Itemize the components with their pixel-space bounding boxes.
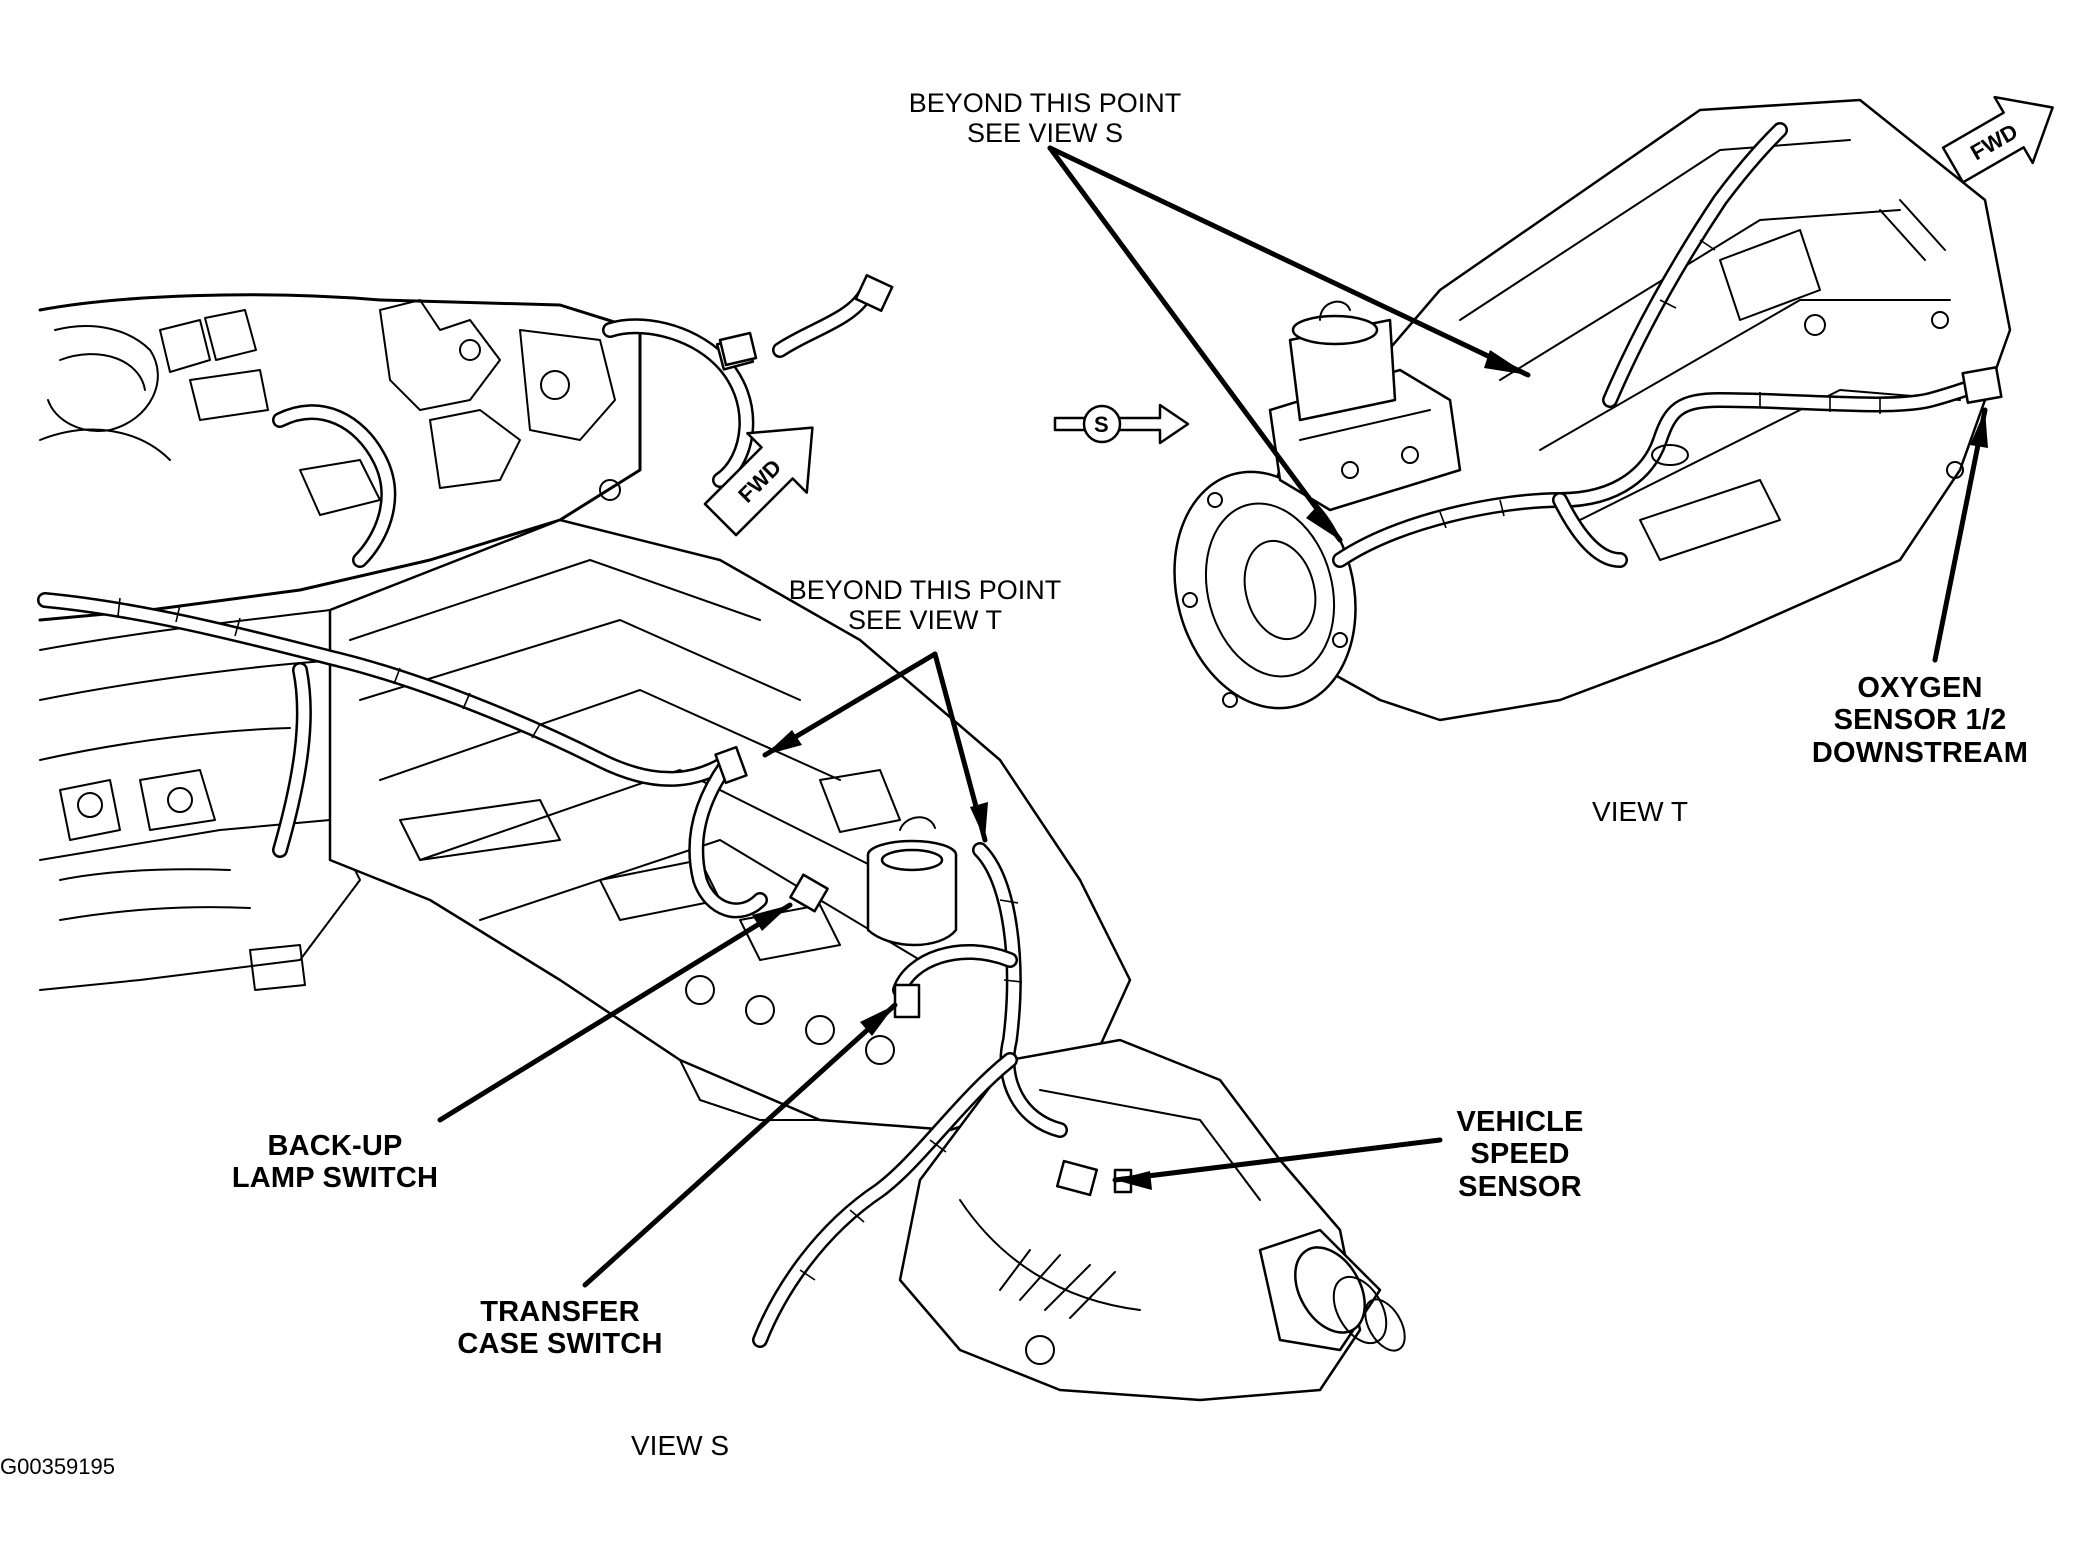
label-beyond-view-s: BEYOND THIS POINT SEE VIEW S — [908, 88, 1182, 149]
harness-view-t — [1332, 122, 2003, 568]
view-t-illustration: FWD — [1173, 95, 2054, 722]
view-marker-label: S — [1094, 412, 1109, 437]
figure-code: G00359195 — [0, 1454, 115, 1479]
label-backup-lamp-switch: BACK-UP LAMP SWITCH — [231, 1130, 439, 1195]
label-beyond-view-t: BEYOND THIS POINT SEE VIEW T — [788, 575, 1062, 636]
fwd-arrow-view-s: FWD — [703, 426, 814, 537]
shifter-tower — [866, 816, 958, 947]
harness-view-s — [37, 274, 1133, 1348]
label-view-s: VIEW S — [630, 1430, 729, 1461]
label-view-t: VIEW T — [1592, 796, 1688, 827]
label-oxygen-sensor: OXYGEN SENSOR 1/2 DOWNSTREAM — [1811, 672, 2029, 769]
transfer-case — [898, 1038, 1406, 1402]
label-vehicle-speed-sensor: VEHICLE SPEED SENSOR — [1456, 1106, 1584, 1203]
leader-lines — [437, 145, 1988, 1288]
shift-housing — [1268, 300, 1462, 512]
view-s-illustration: FWD — [37, 274, 1406, 1402]
label-transfer-case-switch: TRANSFER CASE SWITCH — [457, 1296, 663, 1361]
view-s-marker: S — [1053, 403, 1190, 445]
transmission-case — [328, 518, 1132, 1132]
engine-block — [38, 293, 642, 991]
